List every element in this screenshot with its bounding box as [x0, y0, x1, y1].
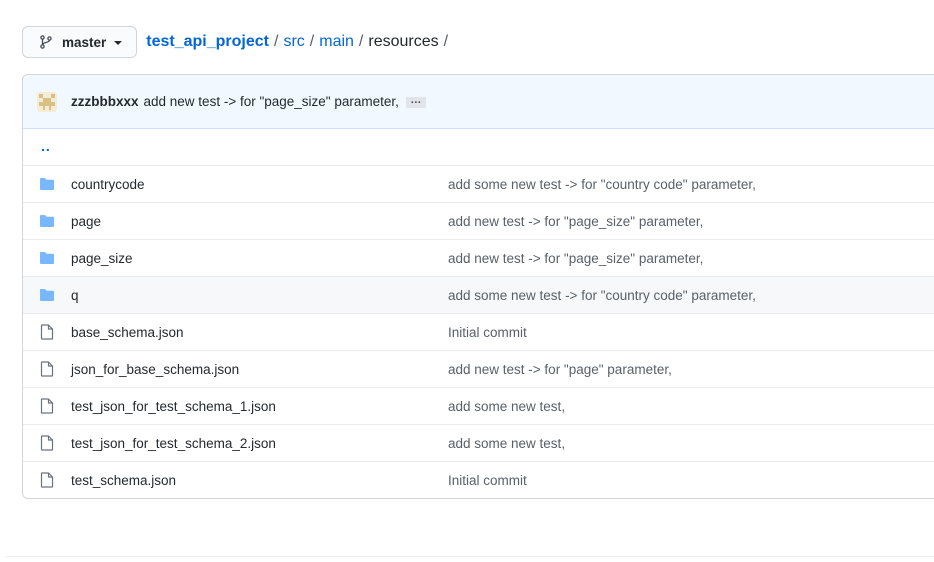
file-icon: [23, 398, 71, 414]
file-name-link[interactable]: q: [71, 287, 79, 303]
git-branch-icon: [38, 34, 54, 50]
file-icon: [23, 324, 71, 340]
folder-icon: [23, 288, 71, 302]
file-row[interactable]: base_schema.json Initial commit: [23, 313, 934, 350]
breadcrumb-current: resources: [368, 33, 439, 50]
file-list: countrycode add some new test -> for "co…: [23, 165, 934, 498]
file-name-link[interactable]: test_json_for_test_schema_2.json: [71, 435, 276, 451]
breadcrumb-separator: /: [274, 33, 279, 50]
branch-label: master: [62, 34, 107, 50]
breadcrumb: test_api_project / src / main / resource…: [146, 33, 453, 51]
file-commit-message-link[interactable]: add new test -> for "page" parameter,: [448, 361, 672, 377]
file-name-link[interactable]: base_schema.json: [71, 324, 184, 340]
file-browser: zzzbbbxxx add new test -> for "page_size…: [22, 74, 934, 499]
file-name-link[interactable]: page: [71, 213, 102, 229]
file-row[interactable]: json_for_base_schema.json add new test -…: [23, 350, 934, 387]
avatar[interactable]: [37, 91, 57, 112]
folder-row[interactable]: countrycode add some new test -> for "co…: [23, 165, 934, 202]
file-commit-message-link[interactable]: Initial commit: [448, 324, 527, 340]
file-name-link[interactable]: json_for_base_schema.json: [71, 361, 240, 377]
file-commit-message-link[interactable]: add new test -> for "page_size" paramete…: [448, 250, 704, 266]
folder-icon: [23, 214, 71, 228]
file-name-link[interactable]: page_size: [71, 250, 133, 266]
parent-directory-link[interactable]: ..: [41, 138, 51, 154]
file-commit-message-link[interactable]: add new test -> for "page_size" paramete…: [448, 213, 704, 229]
file-name-link[interactable]: test_json_for_test_schema_1.json: [71, 398, 276, 414]
file-icon: [23, 361, 71, 377]
breadcrumb-link-src[interactable]: src: [283, 33, 305, 50]
caret-down-icon: [114, 41, 123, 45]
top-bar: master test_api_project / src / main / r…: [22, 26, 453, 58]
file-name-link[interactable]: countrycode: [71, 176, 145, 192]
folder-row[interactable]: page_size add new test -> for "page_size…: [23, 239, 934, 276]
file-row[interactable]: test_json_for_test_schema_1.json add som…: [23, 387, 934, 424]
file-row[interactable]: test_schema.json Initial commit: [23, 461, 934, 498]
file-commit-message-link[interactable]: Initial commit: [448, 472, 527, 488]
folder-icon: [23, 251, 71, 265]
divider: [6, 556, 934, 557]
breadcrumb-link-main[interactable]: main: [319, 33, 354, 50]
breadcrumb-separator: /: [443, 33, 449, 50]
file-commit-message-link[interactable]: add some new test -> for "country code" …: [448, 287, 756, 303]
commit-expand-button[interactable]: …: [405, 95, 426, 108]
file-commit-message-link[interactable]: add some new test,: [448, 398, 566, 414]
folder-icon: [23, 177, 71, 191]
branch-select-button[interactable]: master: [22, 26, 138, 58]
file-name-link[interactable]: test_schema.json: [71, 472, 177, 488]
latest-commit-bar: zzzbbbxxx add new test -> for "page_size…: [23, 75, 934, 129]
file-commit-message-link[interactable]: add some new test -> for "country code" …: [448, 176, 756, 192]
folder-row[interactable]: page add new test -> for "page_size" par…: [23, 202, 934, 239]
folder-row[interactable]: q add some new test -> for "country code…: [23, 276, 934, 313]
breadcrumb-separator: /: [358, 33, 364, 50]
file-icon: [23, 472, 71, 488]
file-row[interactable]: test_json_for_test_schema_2.json add som…: [23, 424, 934, 461]
commit-message-link[interactable]: add new test -> for "page_size" paramete…: [143, 94, 399, 109]
parent-directory-row[interactable]: ..: [23, 129, 934, 165]
commit-author-link[interactable]: zzzbbbxxx: [71, 94, 139, 109]
breadcrumb-separator: /: [309, 33, 315, 50]
breadcrumb-repo-link[interactable]: test_api_project: [146, 33, 269, 50]
file-commit-message-link[interactable]: add some new test,: [448, 435, 566, 451]
file-icon: [23, 435, 71, 451]
